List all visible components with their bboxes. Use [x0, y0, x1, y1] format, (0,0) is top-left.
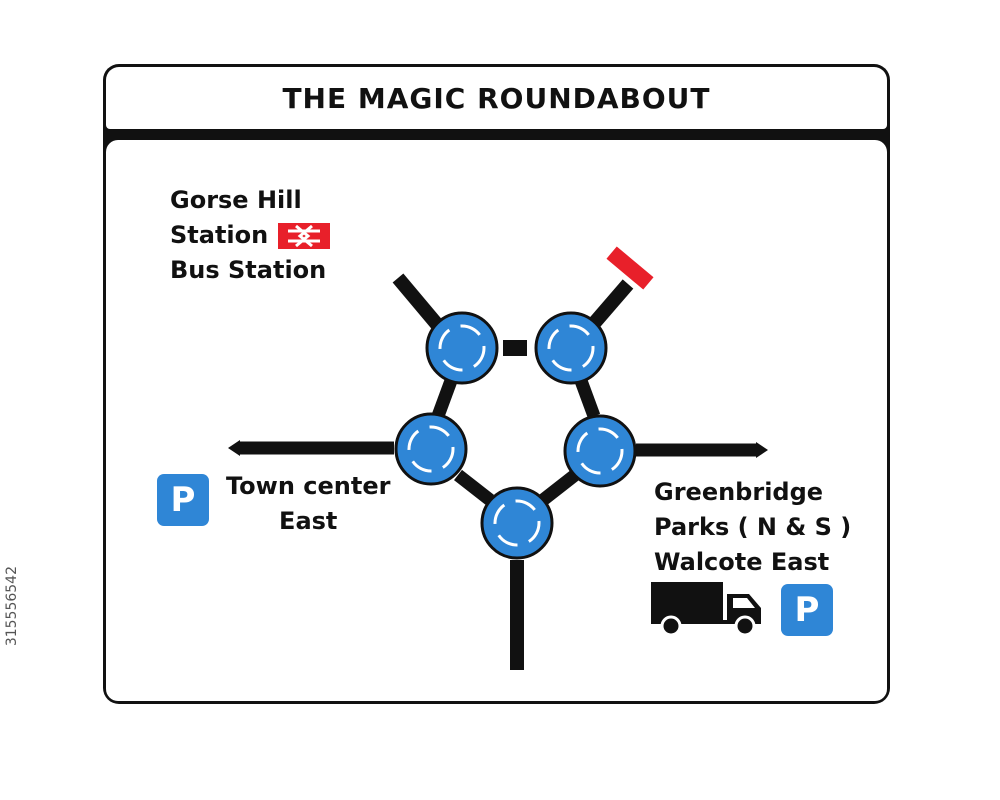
connector-right-upper — [573, 375, 601, 419]
approach-roads — [228, 246, 768, 670]
mini-roundabout-left — [394, 412, 468, 486]
destination-line: Gorse Hill — [170, 186, 302, 214]
parking-letter: P — [170, 480, 196, 520]
destination-line: Parks ( N & S ) — [654, 513, 852, 541]
stock-image-id: 315556542 — [4, 566, 20, 647]
parking-sign-left: P — [157, 474, 209, 526]
destination-top-left: Gorse Hill Station Bus Station — [170, 183, 331, 288]
no-entry-bar-icon — [606, 246, 654, 290]
connector-top — [503, 340, 527, 356]
destination-line: East — [279, 507, 338, 535]
connector-left-lower — [453, 469, 495, 506]
destination-line: Station — [170, 221, 269, 249]
parking-sign-right: P — [781, 584, 833, 636]
connector-roads — [431, 340, 601, 506]
lorry-icon — [651, 582, 761, 637]
destination-line-with-rail: Station — [170, 218, 331, 253]
destination-line: Bus Station — [170, 256, 327, 284]
destination-line: Walcote East — [654, 548, 830, 576]
mini-roundabout-bottom — [480, 486, 554, 560]
mini-roundabout-right — [563, 414, 637, 488]
sign-header: THE MAGIC ROUNDABOUT — [106, 67, 887, 129]
mini-roundabout-top-right — [534, 311, 608, 385]
destination-bottom-right: Greenbridge Parks ( N & S ) Walcote East — [654, 475, 851, 580]
road-northwest — [392, 273, 446, 333]
national-rail-icon — [278, 222, 331, 249]
connector-right-lower — [538, 469, 580, 506]
sign-title: THE MAGIC ROUNDABOUT — [282, 81, 711, 115]
mini-roundabout-top-left — [425, 311, 499, 385]
destination-line: Town center — [226, 472, 391, 500]
destination-middle-left: Town center East — [226, 469, 390, 539]
parking-letter: P — [794, 590, 820, 630]
road-east-arrow-icon — [756, 442, 768, 458]
destination-line: Greenbridge — [654, 478, 824, 506]
mini-roundabouts — [394, 311, 637, 560]
road-northeast — [584, 279, 634, 333]
connector-left-upper — [431, 375, 459, 419]
road-west-arrow-icon — [228, 440, 240, 456]
